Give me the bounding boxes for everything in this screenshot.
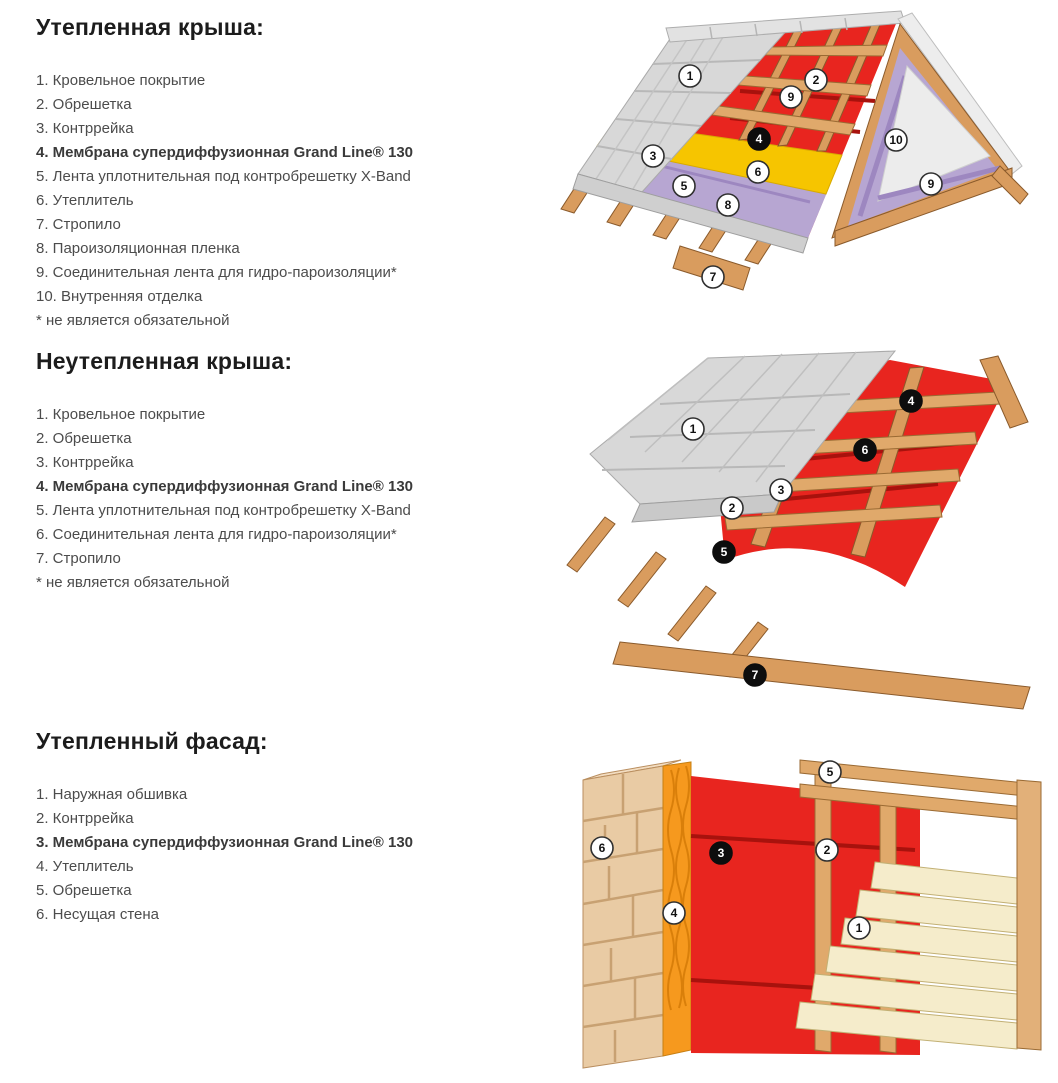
svg-text:2: 2 [813, 73, 820, 87]
section-insulated-roof-text: Утепленная крыша: 1. Кровельное покрытие… [36, 14, 541, 333]
siding-boards [795, 861, 1018, 1050]
svg-text:8: 8 [725, 198, 732, 212]
marker-1: 1 [847, 916, 871, 940]
svg-text:3: 3 [718, 846, 725, 860]
corner-board [1016, 779, 1042, 1051]
metal-tile-layer [589, 350, 897, 505]
svg-text:6: 6 [862, 443, 869, 457]
list-item: 1. Кровельное покрытие [36, 406, 206, 423]
svg-text:4: 4 [671, 906, 678, 920]
svg-text:2: 2 [729, 501, 736, 515]
list-item: 6. Соединительная лента для гидро-пароиз… [36, 526, 397, 543]
list-item: 7. Стропило [36, 216, 121, 233]
list-item: 4. Утеплитель [36, 858, 134, 875]
section-heading: Неутепленная крыша: [36, 348, 293, 374]
list-item: 6. Утеплитель [36, 192, 134, 209]
marker-7: 7 [743, 663, 767, 687]
marker-3: 3 [769, 478, 793, 502]
marker-2: 2 [720, 496, 744, 520]
marker-9a: 9 [779, 85, 803, 109]
svg-text:1: 1 [687, 69, 694, 83]
svg-text:10: 10 [889, 133, 903, 147]
svg-text:6: 6 [755, 165, 762, 179]
svg-text:7: 7 [710, 270, 717, 284]
marker-6: 6 [853, 438, 877, 462]
marker-3: 3 [641, 144, 665, 168]
list-item: 2. Обрешетка [36, 96, 132, 113]
facade-diagram: 6 3 4 2 5 1 [575, 750, 1053, 1075]
list-item-membrane: 4. Мембрана супердиффузионная Grand Line… [36, 478, 414, 495]
cold-roof-diagram: 1 4 6 3 2 5 7 [560, 342, 1056, 715]
insulated-roof-diagram: 1 2 9 3 4 6 5 8 7 10 9 [560, 6, 1048, 311]
svg-text:4: 4 [756, 132, 763, 146]
svg-text:6: 6 [599, 841, 606, 855]
list-item: 2. Контррейка [36, 810, 134, 827]
battens [799, 759, 1026, 821]
svg-text:5: 5 [721, 545, 728, 559]
gable [831, 22, 1029, 247]
marker-1: 1 [678, 64, 702, 88]
list-item-membrane: 4. Мембрана супердиффузионная Grand Line… [36, 144, 414, 161]
layer-list: 1. Кровельное покрытие 2. Обрешетка 3. К… [36, 403, 541, 595]
eave-fascia [572, 173, 809, 254]
marker-3: 3 [709, 841, 733, 865]
marker-5: 5 [712, 540, 736, 564]
footnote: * не является обязательной [36, 312, 230, 329]
marker-8: 8 [716, 193, 740, 217]
ridge-rafter [979, 355, 1029, 429]
svg-text:9: 9 [788, 90, 795, 104]
marker-2: 2 [815, 838, 839, 862]
list-item: 5. Лента уплотнительная под контробрешет… [36, 168, 411, 185]
marker-1: 1 [681, 417, 705, 441]
marker-4: 4 [899, 389, 923, 413]
list-item-membrane: 3. Мембрана супердиффузионная Grand Line… [36, 834, 414, 851]
list-item: 7. Стропило [36, 550, 121, 567]
list-item: 2. Обрешетка [36, 430, 132, 447]
svg-text:5: 5 [681, 179, 688, 193]
gable-corner-rafter [991, 165, 1029, 205]
svg-text:3: 3 [650, 149, 657, 163]
svg-text:3: 3 [778, 483, 785, 497]
section-facade-text: Утепленный фасад: 1. Наружная обшивка 2.… [36, 728, 541, 927]
marker-5: 5 [672, 174, 696, 198]
svg-text:4: 4 [908, 394, 915, 408]
list-item: 5. Обрешетка [36, 882, 132, 899]
layer-list: 1. Наружная обшивка 2. Контррейка 3. Мем… [36, 783, 541, 927]
marker-4: 4 [747, 127, 771, 151]
marker-9b: 9 [919, 172, 943, 196]
marker-6: 6 [746, 160, 770, 184]
marker-7: 7 [701, 265, 725, 289]
joint-tape [690, 834, 916, 852]
svg-text:7: 7 [752, 668, 759, 682]
svg-text:1: 1 [690, 422, 697, 436]
list-item: 1. Наружная обшивка [36, 786, 188, 803]
list-item: 9. Соединительная лента для гидро-пароиз… [36, 264, 397, 281]
section-heading: Утепленный фасад: [36, 728, 268, 754]
list-item: 8. Пароизоляционная пленка [36, 240, 240, 257]
list-item: 5. Лента уплотнительная под контробрешет… [36, 502, 411, 519]
marker-10: 10 [884, 128, 908, 152]
svg-text:2: 2 [824, 843, 831, 857]
svg-text:1: 1 [856, 921, 863, 935]
section-heading: Утепленная крыша: [36, 14, 264, 40]
list-item: 10. Внутренняя отделка [36, 288, 203, 305]
svg-text:9: 9 [928, 177, 935, 191]
section-cold-roof-text: Неутепленная крыша: 1. Кровельное покрыт… [36, 348, 541, 595]
layer-list: 1. Кровельное покрытие 2. Обрешетка 3. К… [36, 69, 541, 333]
rafter-beam [612, 641, 1031, 710]
list-item: 6. Несущая стена [36, 906, 159, 923]
list-item: 3. Контррейка [36, 454, 134, 471]
marker-6: 6 [590, 836, 614, 860]
list-item: 3. Контррейка [36, 120, 134, 137]
svg-text:5: 5 [827, 765, 834, 779]
footnote: * не является обязательной [36, 574, 230, 591]
marker-5: 5 [818, 760, 842, 784]
marker-2: 2 [804, 68, 828, 92]
marker-4: 4 [662, 901, 686, 925]
list-item: 1. Кровельное покрытие [36, 72, 206, 89]
